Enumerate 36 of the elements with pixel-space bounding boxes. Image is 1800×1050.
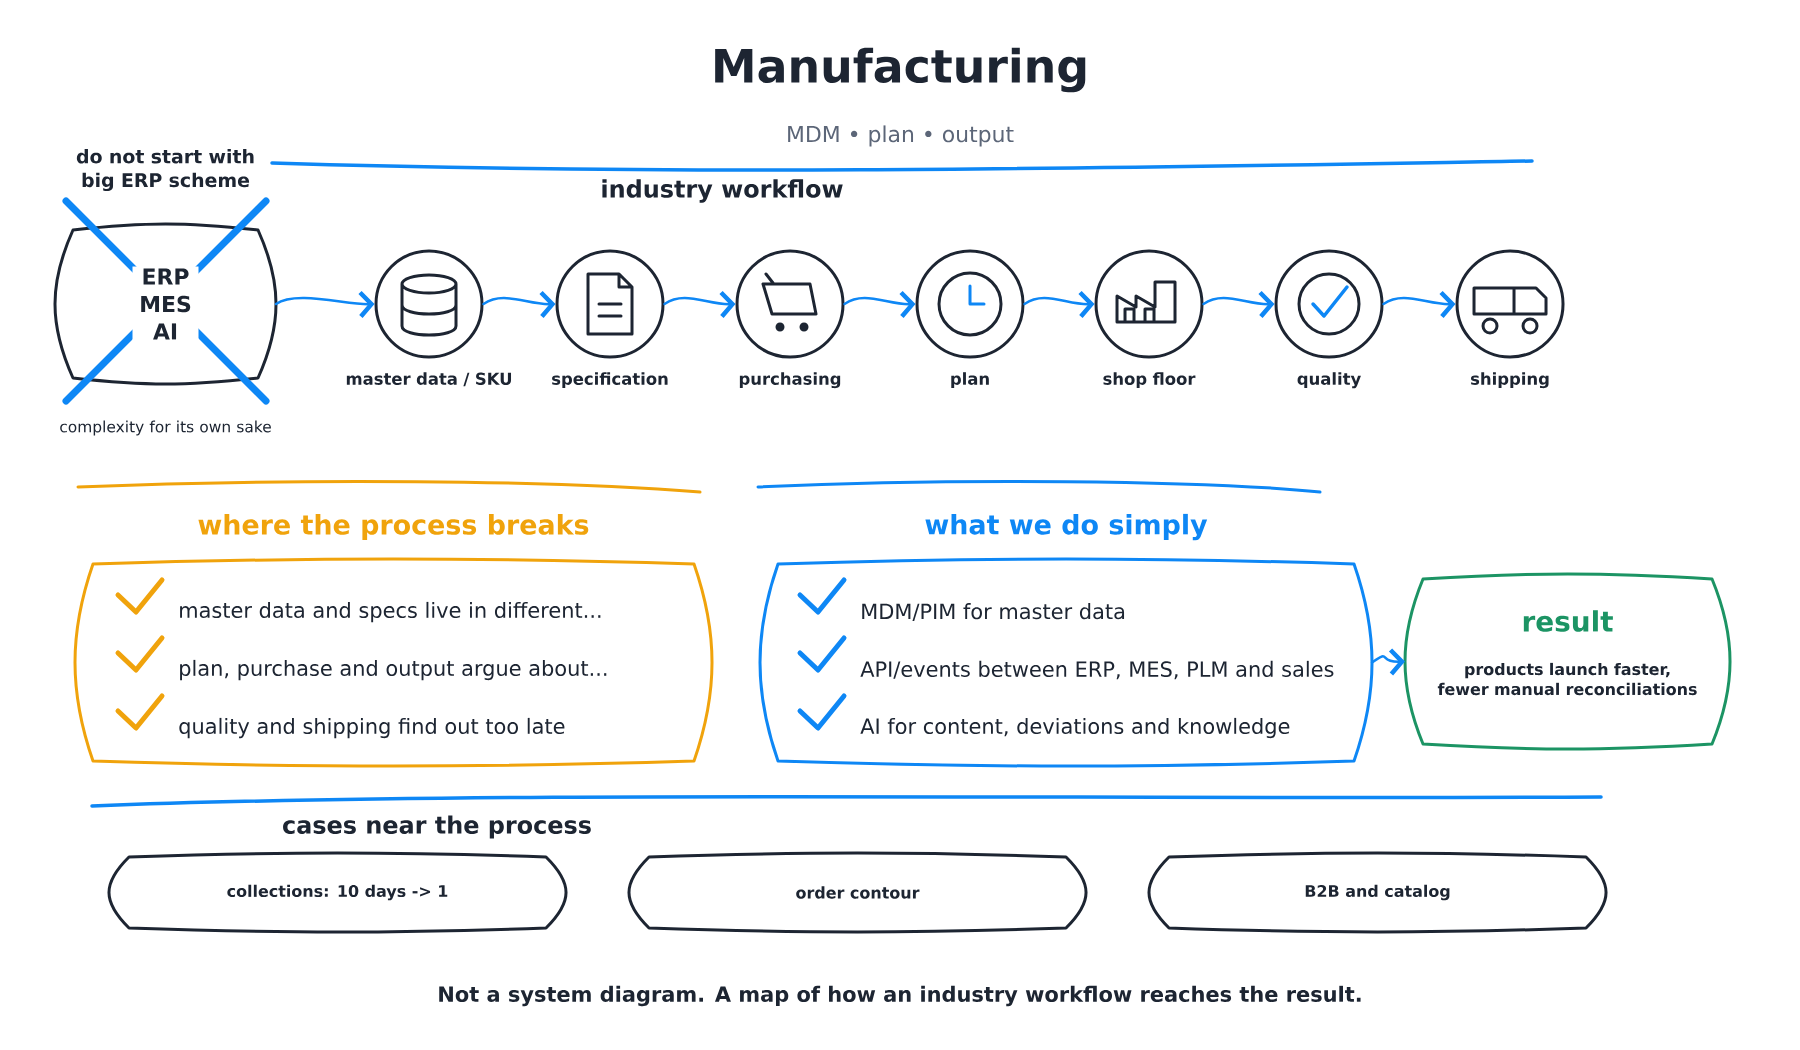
section-heading: what we do simply — [925, 513, 1208, 541]
arrow — [1202, 290, 1275, 318]
warning-heading: do not start with big ERP scheme — [76, 148, 254, 192]
list-item: API/events between ERP, MES, PLM and sales — [860, 660, 1334, 680]
note: complexity for its own sake — [60, 420, 271, 436]
case-text: B2B and catalog — [1305, 884, 1450, 901]
arrow — [1370, 648, 1405, 676]
step-label: plan — [951, 372, 989, 389]
list-item: AI for content, deviations and knowledge — [860, 717, 1290, 739]
section-heading: cases near the process — [283, 815, 591, 839]
arrow — [274, 290, 375, 318]
subtitle: MDM • plan • output — [788, 125, 1014, 147]
arrow — [482, 290, 556, 318]
result-heading: result — [1523, 610, 1613, 632]
step-label: shipping — [1471, 372, 1549, 389]
list-item: plan, purchase and output argue about... — [180, 659, 607, 681]
step-label: purchasing — [739, 372, 841, 389]
step-label: specification — [552, 372, 668, 389]
arrow — [843, 290, 916, 318]
arrow — [663, 290, 736, 318]
section-heading: industry workflow — [602, 179, 843, 203]
arrow — [1382, 290, 1456, 318]
caption: Not a system diagram. A map of how an industry workflow reaches the result. — [439, 985, 1361, 1007]
step-label: shop floor — [1103, 372, 1196, 389]
step-label: quality — [1297, 372, 1361, 389]
result-text: products launch faster, fewer manual reconciliations — [1437, 662, 1697, 696]
case-text: order contour — [796, 886, 920, 899]
section-heading: where the process breaks — [198, 514, 589, 540]
arrow — [1023, 290, 1095, 318]
list-item: MDM/PIM for master data — [862, 603, 1125, 621]
step-label: master data / SKU — [346, 372, 511, 387]
case-text: collections: 10 days -> 1 — [227, 884, 448, 901]
list-item: quality and shipping find out too late — [179, 717, 565, 739]
system-names: ERP MES AI — [132, 266, 199, 342]
list-item: master data and specs live in different... — [180, 601, 601, 623]
title: Manufacturing — [715, 47, 1086, 93]
